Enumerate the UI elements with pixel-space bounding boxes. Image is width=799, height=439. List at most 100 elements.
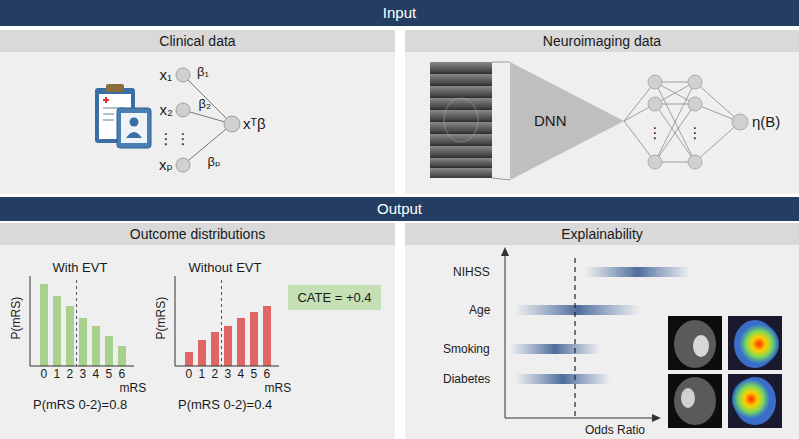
tick-label: 0 bbox=[186, 367, 193, 381]
bar-chart-with-evt bbox=[40, 284, 48, 366]
neural-network bbox=[624, 75, 748, 169]
clipboard-icon bbox=[103, 113, 114, 115]
mri-stack bbox=[430, 158, 492, 167]
brain-scan bbox=[693, 335, 709, 357]
neural-network bbox=[648, 155, 662, 169]
brain-scan bbox=[681, 388, 695, 408]
ellipsis: ⋮ bbox=[648, 124, 663, 142]
mri-stack bbox=[492, 62, 510, 63]
axis-title: mRS bbox=[120, 381, 147, 395]
bar-chart-without-evt bbox=[175, 276, 176, 366]
panel-title: Outcome distributions bbox=[130, 226, 265, 243]
input-panel: Clinical data bbox=[0, 30, 395, 194]
saliency-map bbox=[732, 379, 770, 419]
tick-label: 1 bbox=[199, 367, 206, 381]
panel-title: Neuroimaging data bbox=[543, 33, 661, 50]
panel-header: Explainability bbox=[405, 223, 799, 245]
weight-label: βₚ bbox=[208, 154, 221, 170]
bar-chart-without-evt bbox=[263, 306, 271, 366]
neural-network bbox=[688, 75, 702, 89]
mri-stack bbox=[430, 62, 492, 73]
bar-chart-without-evt bbox=[221, 280, 222, 366]
saliency-map bbox=[728, 374, 782, 428]
bar-chart-without-evt bbox=[175, 276, 279, 366]
tick-label: 2 bbox=[212, 367, 219, 381]
mri-stack bbox=[430, 110, 492, 121]
panel-header: Outcome distributions bbox=[0, 223, 395, 245]
neural-network bbox=[732, 114, 748, 130]
tick-label: 6 bbox=[119, 367, 126, 381]
tick-label: 0 bbox=[41, 367, 48, 381]
bar-chart-without-evt bbox=[250, 312, 258, 366]
tick-label: 5 bbox=[251, 367, 258, 381]
odds-ratio-plot bbox=[510, 344, 600, 354]
odds-ratio-plot bbox=[515, 374, 610, 384]
bar-chart-without-evt bbox=[185, 352, 193, 366]
dnn-triangle: DNN bbox=[510, 62, 624, 180]
tick-label: 2 bbox=[67, 367, 74, 381]
mri-stack bbox=[430, 168, 492, 178]
mri-stack bbox=[430, 62, 510, 180]
odds-ratio-plot bbox=[585, 267, 690, 277]
neural-network bbox=[648, 75, 662, 89]
mri-stack bbox=[430, 98, 492, 109]
bar-chart-without-evt bbox=[237, 318, 245, 366]
brain-scan bbox=[668, 316, 722, 370]
cate-box: CATE = +0.4 bbox=[288, 285, 381, 310]
feature-label: NIHSS bbox=[453, 265, 490, 279]
bar-chart-with-evt bbox=[66, 306, 74, 366]
linear-model-graph bbox=[183, 75, 232, 124]
tick-label: 4 bbox=[238, 367, 245, 381]
axis-title: Odds Ratio bbox=[585, 423, 645, 437]
clipboard-icon bbox=[103, 119, 114, 121]
feature-label: Smoking bbox=[443, 342, 490, 356]
bar-chart-with-evt bbox=[53, 296, 61, 366]
dnn-triangle-shape bbox=[510, 62, 624, 180]
odds-ratio-plot bbox=[505, 418, 656, 419]
probability-label: P(mRS 0-2)=0.4 bbox=[178, 397, 272, 413]
axis-title: P(mRS) bbox=[154, 297, 168, 340]
ellipsis: ⋮ bbox=[159, 130, 174, 148]
ellipsis: ⋮ bbox=[176, 130, 191, 148]
weight-label: β₁ bbox=[197, 64, 209, 80]
tick-label: 4 bbox=[93, 367, 100, 381]
feature-label: Diabetes bbox=[443, 372, 490, 386]
chart-title: Without EVT bbox=[189, 260, 262, 276]
saliency-map bbox=[739, 324, 779, 364]
mri-stack bbox=[492, 178, 510, 180]
neural-network bbox=[655, 82, 695, 162]
mri-stack bbox=[444, 98, 478, 142]
mri-stack bbox=[430, 134, 492, 145]
input-variable: x₂ bbox=[160, 101, 173, 119]
neural-network bbox=[655, 82, 695, 162]
weight-label: β₂ bbox=[199, 96, 212, 112]
brain-scan bbox=[674, 377, 716, 425]
section-band: Input bbox=[0, 0, 799, 26]
bar-chart-with-evt bbox=[118, 346, 126, 366]
clipboard-icon bbox=[121, 113, 147, 143]
band-title: Input bbox=[383, 4, 416, 22]
mri-stack bbox=[430, 86, 492, 97]
mri-stack bbox=[430, 146, 492, 157]
chart-title: With EVT bbox=[53, 260, 108, 276]
saliency-map bbox=[728, 374, 782, 428]
saliency-map bbox=[728, 316, 782, 370]
saliency-map bbox=[728, 316, 782, 370]
bar-chart-without-evt bbox=[198, 340, 206, 366]
mri-stack bbox=[430, 122, 492, 133]
mri-stack bbox=[430, 74, 492, 85]
input-variable: x₁ bbox=[160, 66, 173, 84]
odds-ratio-plot bbox=[515, 305, 640, 315]
brain-scan bbox=[668, 374, 722, 428]
section-band: Output bbox=[0, 197, 799, 221]
axis-title: P(mRS) bbox=[9, 297, 23, 340]
odds-ratio-plot bbox=[501, 247, 509, 256]
clipboard-icon bbox=[126, 132, 142, 138]
tick-label: 3 bbox=[80, 367, 87, 381]
network-label: DNN bbox=[534, 112, 567, 130]
panel-header: Clinical data bbox=[0, 30, 395, 52]
brain-scan bbox=[668, 374, 722, 428]
dnn-triangle-shape bbox=[510, 62, 624, 180]
bar-chart-without-evt bbox=[175, 366, 279, 367]
